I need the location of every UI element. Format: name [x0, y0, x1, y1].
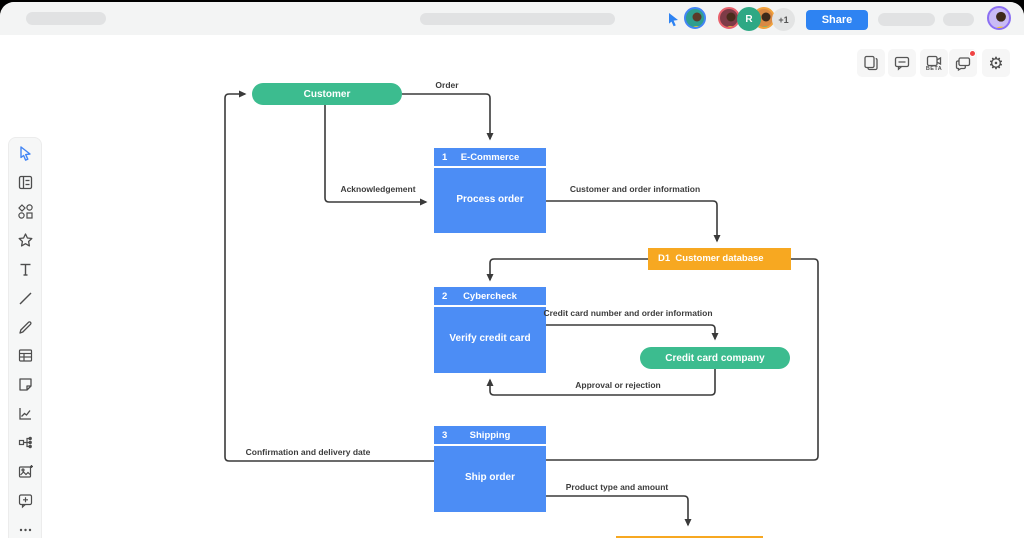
line-tool[interactable]: [15, 289, 35, 307]
edge-customer-order-info: [546, 200, 721, 243]
edge-order: [402, 93, 494, 141]
node-bottom-datastore[interactable]: [616, 536, 763, 538]
text-tool[interactable]: [15, 260, 35, 278]
edge-db-to-shipping: [546, 258, 819, 461]
collaborator-initial-badge[interactable]: R: [737, 7, 761, 31]
node-title: Customer database: [675, 253, 764, 264]
address-placeholder[interactable]: [420, 13, 615, 25]
node-cybercheck[interactable]: 2 Cybercheck Verify credit card: [434, 287, 546, 373]
edge-product-type: [546, 495, 692, 527]
node-customer[interactable]: Customer: [252, 83, 402, 105]
browser-chrome: R +1 Share: [0, 2, 1024, 35]
share-button[interactable]: Share: [806, 10, 868, 30]
edge-label-product-type: Product type and amount: [565, 482, 669, 492]
edge-label-credit-card-info: Credit card number and order information: [543, 308, 713, 318]
left-toolbar: [8, 137, 42, 538]
edge-label-customer-order-info: Customer and order information: [569, 184, 701, 194]
edge-approval: [486, 369, 716, 396]
chat-notification-icon[interactable]: [949, 49, 977, 77]
node-customer-database[interactable]: D1 Customer database: [648, 248, 791, 270]
shapes-tool[interactable]: [15, 203, 35, 221]
chrome-placeholder-2[interactable]: [943, 13, 974, 26]
edge-credit-card-info: [546, 324, 719, 341]
edge-label-order: Order: [435, 80, 459, 90]
node-number: 3: [442, 430, 448, 441]
pages-icon[interactable]: [857, 49, 885, 77]
beta-label: BETA: [925, 65, 943, 72]
node-title: Cybercheck: [463, 291, 517, 302]
node-number: D1: [658, 253, 671, 264]
diagram-canvas[interactable]: BETA ⚙: [0, 35, 1024, 538]
more-tools[interactable]: [15, 520, 35, 538]
comment-icon[interactable]: [888, 49, 916, 77]
comment-add-tool[interactable]: [15, 491, 35, 509]
node-body: Ship order: [464, 472, 515, 483]
edge-confirmation: [224, 90, 434, 462]
node-credit-card-company[interactable]: Credit card company: [640, 347, 790, 369]
image-tool[interactable]: [15, 462, 35, 480]
chart-tool[interactable]: [15, 405, 35, 423]
node-title: E-Commerce: [460, 152, 520, 163]
notification-dot: [969, 50, 976, 57]
table-tool[interactable]: [15, 347, 35, 365]
follow-cursor-icon[interactable]: [667, 12, 681, 32]
edge-label-acknowledgement: Acknowledgement: [340, 184, 416, 194]
node-number: 2: [442, 291, 448, 302]
note-tool[interactable]: [15, 376, 35, 394]
edge-label-confirmation: Confirmation and delivery date: [245, 447, 371, 457]
node-title: Shipping: [469, 430, 511, 441]
tab-placeholder[interactable]: [26, 12, 106, 25]
avatar[interactable]: [684, 7, 706, 29]
node-ecommerce[interactable]: 1 E-Commerce Process order: [434, 148, 546, 233]
chrome-placeholder-1[interactable]: [878, 13, 935, 26]
edge-label-approval: Approval or rejection: [575, 380, 661, 390]
node-body: Verify credit card: [449, 333, 531, 344]
gear-icon[interactable]: ⚙: [982, 49, 1010, 77]
video-camera-icon[interactable]: BETA: [920, 49, 948, 77]
overflow-count-badge[interactable]: +1: [772, 8, 795, 31]
node-body: Process order: [456, 194, 524, 205]
edge-acknowledgement: [324, 105, 428, 206]
node-shipping[interactable]: 3 Shipping Ship order: [434, 426, 546, 512]
pen-tool[interactable]: [15, 318, 35, 336]
mindmap-tool[interactable]: [15, 434, 35, 452]
user-avatar[interactable]: [987, 6, 1011, 30]
shape-panel-tool[interactable]: [15, 174, 35, 192]
node-number: 1: [442, 152, 448, 163]
favorites-tool[interactable]: [15, 232, 35, 250]
edge-db-to-cybercheck: [486, 258, 648, 282]
select-tool[interactable]: [15, 145, 35, 163]
